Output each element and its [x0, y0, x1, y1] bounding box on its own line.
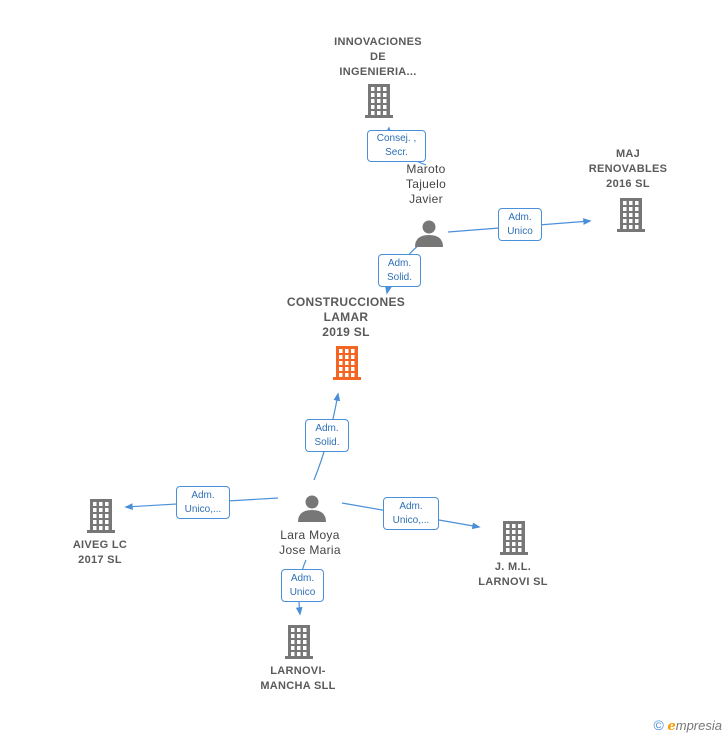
edge-label-lara-to-construcciones[interactable]: Adm. Solid. — [305, 419, 349, 452]
node-label-maroto[interactable]: Maroto Tajuelo Javier — [405, 161, 447, 206]
edge-label-lara-to-larnovi[interactable]: Adm. Unico — [281, 569, 324, 602]
person-icon-lara[interactable] — [298, 495, 326, 523]
node-label-construcciones[interactable]: CONSTRUCCIONES LAMAR 2019 SL — [286, 294, 406, 339]
brand-initial: e — [667, 719, 676, 734]
person-icon-maroto[interactable] — [415, 220, 443, 248]
node-label-innovaciones[interactable]: INNOVACIONES DE INGENIERIA... — [334, 35, 422, 78]
building-icon-larnovi[interactable] — [285, 625, 313, 659]
node-label-maj[interactable]: MAJ RENOVABLES 2016 SL — [588, 147, 668, 190]
building-icon-construcciones[interactable] — [333, 346, 361, 380]
node-label-jml[interactable]: J. M.L. LARNOVI SL — [478, 561, 548, 588]
building-icon-innovaciones[interactable] — [365, 84, 393, 118]
node-label-lara[interactable]: Lara Moya Jose Maria — [279, 528, 341, 557]
edge-label-lara-to-jml[interactable]: Adm. Unico,... — [383, 497, 439, 530]
edge-label-maroto-to-innovaciones[interactable]: Consej. , Secr. — [367, 130, 426, 162]
brand-name: mpresia — [675, 718, 722, 733]
edge-label-maroto-to-construcciones[interactable]: Adm. Solid. — [378, 254, 421, 287]
building-icon-jml[interactable] — [500, 521, 528, 555]
building-icon-maj[interactable] — [617, 198, 645, 232]
copyright-symbol: © — [653, 717, 664, 733]
node-label-aiveg[interactable]: AIVEG LC 2017 SL — [72, 539, 128, 566]
edge-label-lara-to-aiveg[interactable]: Adm. Unico,... — [176, 486, 230, 519]
empresia-logo[interactable]: © empresia — [654, 717, 722, 734]
building-icon-aiveg[interactable] — [87, 499, 115, 533]
edge-label-maroto-to-maj[interactable]: Adm. Unico — [498, 208, 542, 241]
node-label-larnovi[interactable]: LARNOVI- MANCHA SLL — [260, 665, 336, 692]
